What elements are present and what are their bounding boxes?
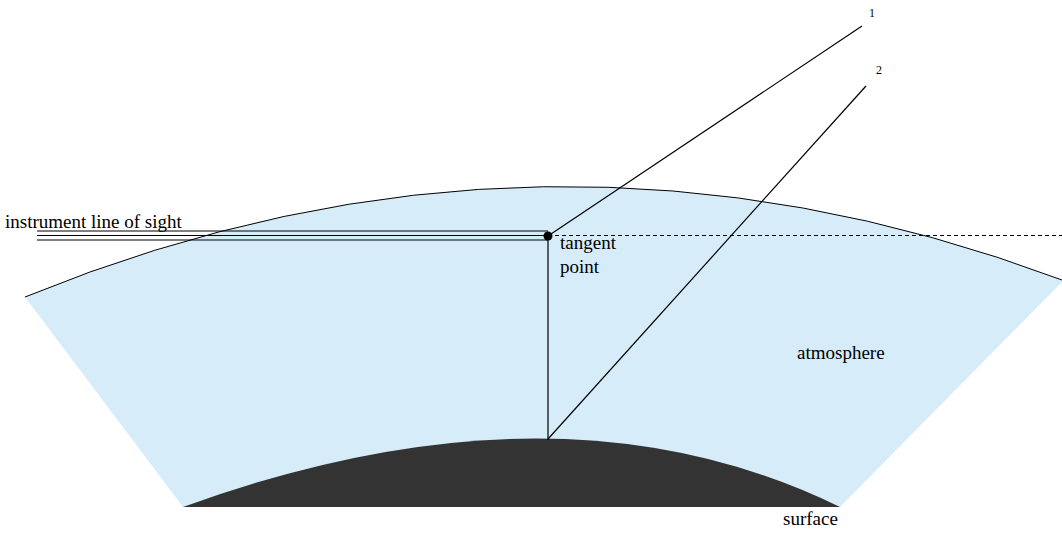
- label: tangent point: [560, 231, 632, 279]
- atmosphere-region: [25, 187, 1062, 507]
- surface-body: [183, 439, 840, 508]
- callout-number: 1: [869, 6, 875, 21]
- label: surface: [783, 507, 838, 531]
- line-of-sight-ray: [37, 235, 548, 236]
- tangent-point-dot: [544, 232, 553, 241]
- vertical-line: [547, 236, 548, 440]
- ray-2: [548, 86, 866, 439]
- line-of-sight-extension: [548, 235, 1062, 236]
- ray-1: [548, 26, 862, 236]
- atmosphere-top-edge: [25, 187, 1062, 297]
- label: atmosphere: [797, 341, 885, 365]
- callout-number: 2: [876, 63, 882, 78]
- label: instrument line of sight: [5, 210, 182, 234]
- line-of-sight-ray: [37, 240, 548, 241]
